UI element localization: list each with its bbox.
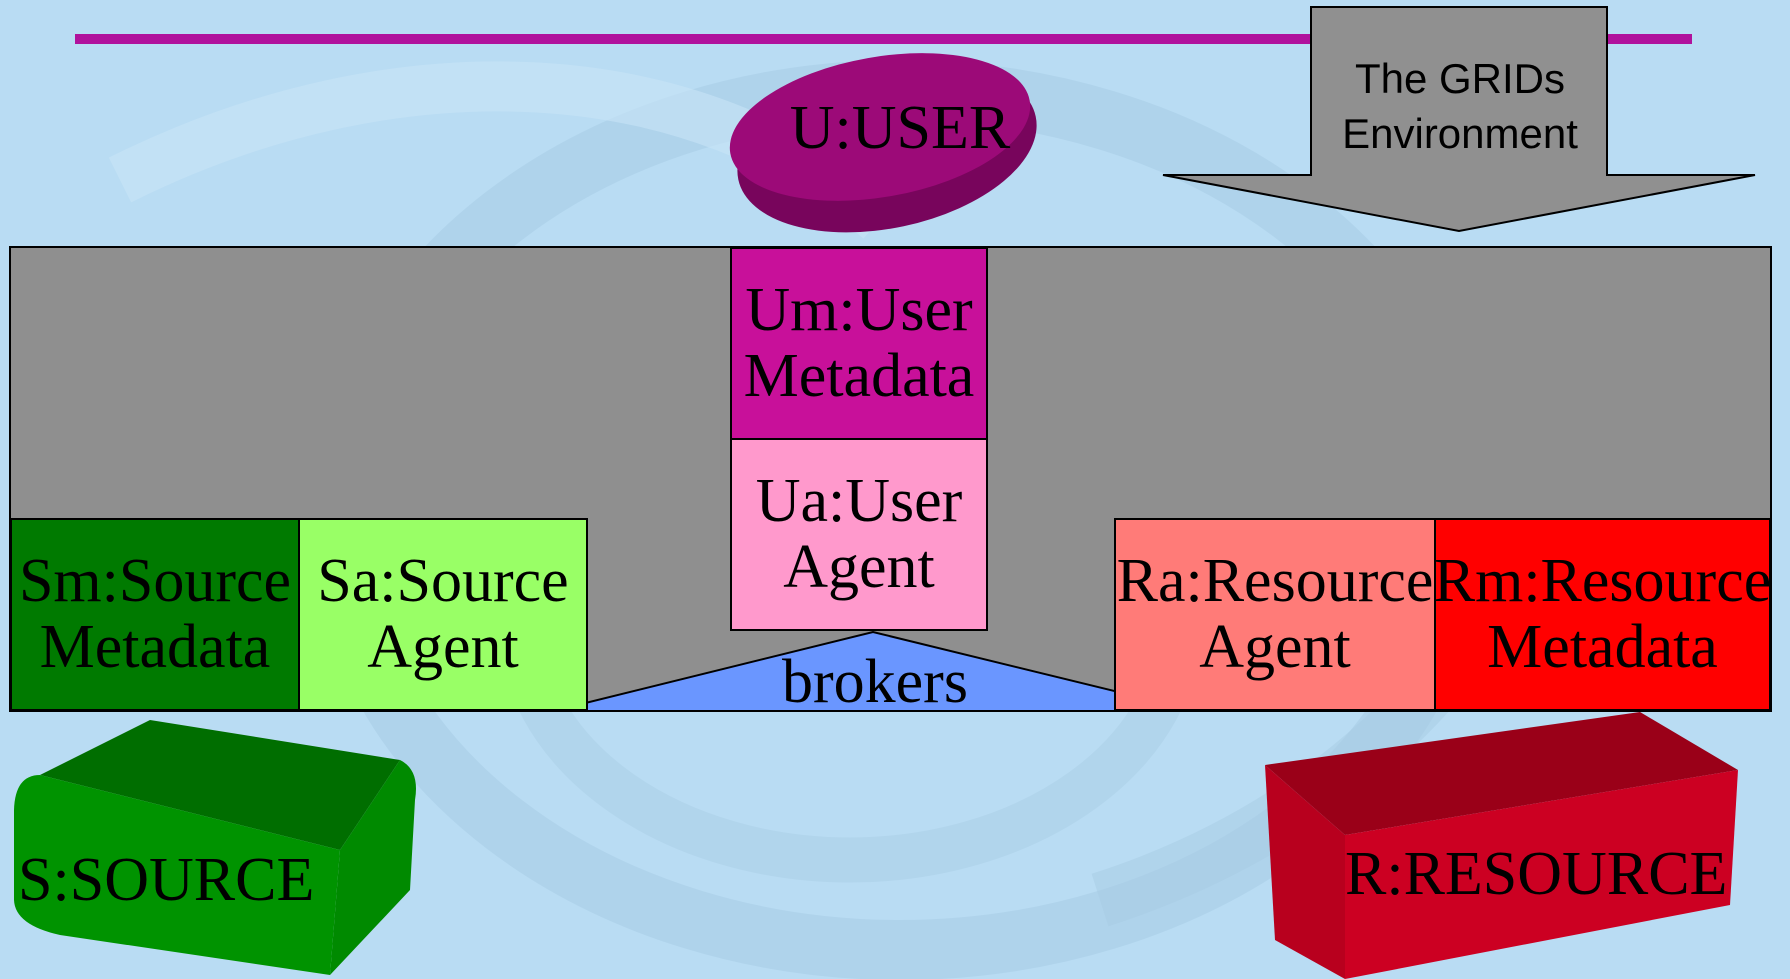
user-agent-label: Ua:User Agent xyxy=(755,467,963,601)
user-metadata-box: Um:User Metadata xyxy=(730,247,988,440)
user-agent-box: Ua:User Agent xyxy=(730,438,988,631)
source-metadata-box: Sm:Source Metadata xyxy=(10,518,300,711)
user-disc xyxy=(729,53,1031,201)
environment-label: The GRIDs Environment xyxy=(1310,52,1610,161)
source-agent-box: Sa:Source Agent xyxy=(298,518,588,711)
environment-label-line2: Environment xyxy=(1342,109,1578,157)
user-label: U:USER xyxy=(789,94,1011,162)
resource-block xyxy=(1265,712,1738,979)
resource-metadata-label: Rm:Resource Metadata xyxy=(1433,547,1772,681)
source-label: S:SOURCE xyxy=(18,846,315,914)
environment-arrow xyxy=(1162,6,1756,233)
brokers-triangle xyxy=(552,630,1197,712)
resource-agent-box: Ra:Resource Agent xyxy=(1114,518,1436,711)
source-block xyxy=(14,720,416,975)
environment-label-line1: The GRIDs xyxy=(1354,55,1566,102)
resource-label: R:RESOURCE xyxy=(1345,840,1728,908)
resource-agent-label: Ra:Resource Agent xyxy=(1116,547,1434,681)
resource-metadata-box: Rm:Resource Metadata xyxy=(1434,518,1771,711)
user-metadata-label: Um:User Metadata xyxy=(743,276,975,410)
source-agent-label: Sa:Source Agent xyxy=(317,547,569,681)
brokers-label: brokers xyxy=(782,648,968,716)
source-metadata-label: Sm:Source Metadata xyxy=(18,547,292,681)
